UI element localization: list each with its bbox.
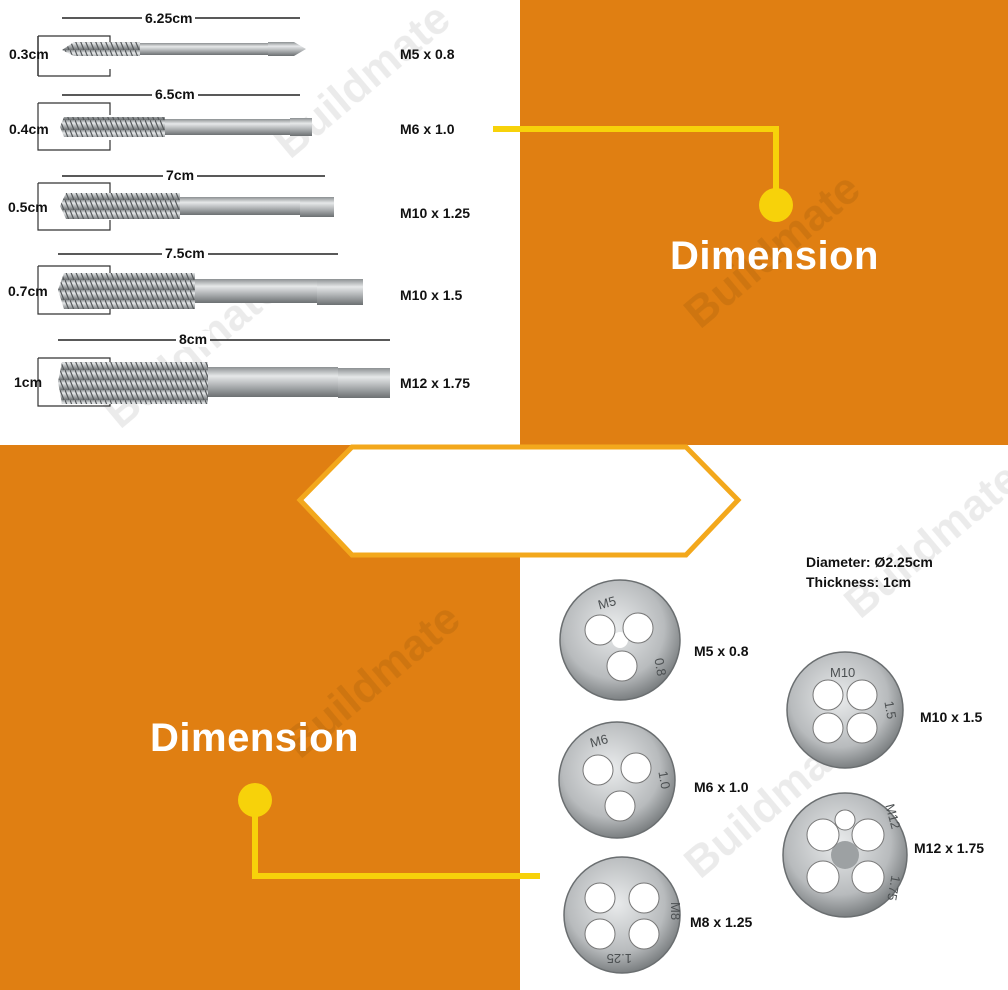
svg-text:Buildmate: Buildmate bbox=[265, 0, 459, 168]
tap-m6-length: 6.5cm bbox=[152, 86, 198, 102]
die-m12-stamp-side: 1.75 bbox=[884, 874, 903, 902]
die-specs: Diameter: Ø2.25cm Thickness: 1cm bbox=[806, 552, 933, 592]
tap-m5 bbox=[37, 17, 306, 77]
die-m8-size: M8 x 1.25 bbox=[690, 914, 753, 930]
tap-m10-15-length: 7.5cm bbox=[162, 245, 208, 261]
tap-m5-diameter: 0.3cm bbox=[9, 46, 49, 62]
die-m6 bbox=[558, 721, 676, 839]
top-connector bbox=[493, 126, 793, 222]
die-m5-stamp-side: 0.8 bbox=[651, 657, 669, 677]
die-m12 bbox=[782, 792, 908, 918]
tap-m12 bbox=[37, 339, 390, 407]
tap-m12-length: 8cm bbox=[176, 331, 211, 347]
tap-m10-15 bbox=[37, 253, 363, 315]
center-hexagon bbox=[296, 444, 742, 558]
tap-m12-size: M12 x 1.75 bbox=[400, 375, 471, 391]
tap-m10-125-length: 7cm bbox=[163, 167, 198, 183]
tap-m6 bbox=[37, 94, 312, 151]
die-m8-stamp-side: 1.25 bbox=[607, 951, 632, 966]
bottom-connector bbox=[238, 783, 540, 879]
tap-m10-125-diameter: 0.5cm bbox=[8, 199, 48, 215]
tap-m5-length: 6.25cm bbox=[142, 10, 196, 26]
tap-m10-15-size: M10 x 1.5 bbox=[400, 287, 463, 303]
die-m5 bbox=[559, 579, 681, 701]
die-m5-stamp-top: M5 bbox=[596, 593, 617, 612]
svg-text:Buildmate: Buildmate bbox=[835, 453, 1008, 627]
die-diameter-spec: Diameter: Ø2.25cm bbox=[806, 554, 933, 570]
bottom-dimension-title: Dimension bbox=[150, 716, 359, 760]
die-m8-stamp-top: M8 bbox=[668, 902, 683, 920]
tap-m6-size: M6 x 1.0 bbox=[400, 121, 455, 137]
die-m5-size: M5 x 0.8 bbox=[694, 643, 749, 659]
die-m10-size: M10 x 1.5 bbox=[920, 709, 983, 725]
top-title-panel bbox=[520, 0, 1008, 445]
tap-m10-15-diameter: 0.7cm bbox=[8, 283, 48, 299]
die-thickness-spec: Thickness: 1cm bbox=[806, 574, 912, 590]
die-m6-stamp-side: 1.0 bbox=[655, 770, 673, 790]
tap-m6-diameter: 0.4cm bbox=[9, 121, 49, 137]
tap-m5-size: M5 x 0.8 bbox=[400, 46, 455, 62]
die-m6-stamp-top: M6 bbox=[588, 731, 609, 750]
top-dimension-title: Dimension bbox=[670, 234, 879, 278]
tap-m10-125-size: M10 x 1.25 bbox=[400, 205, 471, 221]
tap-m10-125 bbox=[37, 175, 334, 231]
die-m12-size: M12 x 1.75 bbox=[914, 840, 985, 856]
die-m12-stamp-top: M12 bbox=[882, 802, 903, 830]
die-m6-size: M6 x 1.0 bbox=[694, 779, 749, 795]
die-m10-stamp-top: M10 bbox=[830, 665, 855, 680]
tap-m12-diameter: 1cm bbox=[14, 374, 43, 390]
die-m10-stamp-side: 1.5 bbox=[881, 700, 899, 720]
die-m8 bbox=[563, 856, 681, 974]
die-m10 bbox=[786, 651, 904, 769]
